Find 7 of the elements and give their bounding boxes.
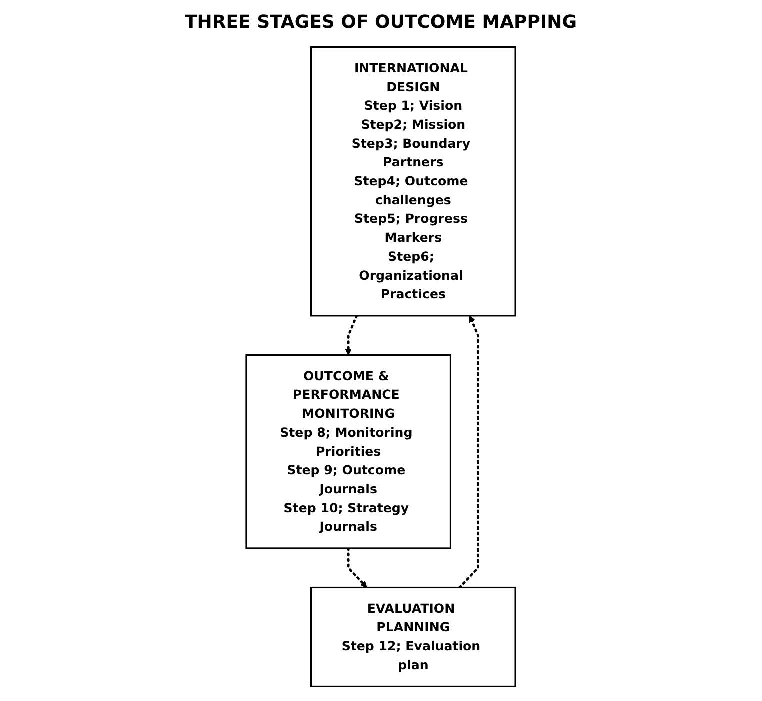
arrow [345,314,358,356]
node-box: INTERNATIONAL DESIGN Step 1; Vision Step2; Mission Step3; Boundary Partners Step4; Outcome challenges Step5; Progress Markers Step6; Organizational Practices [310,46,516,317]
node-box: EVALUATION PLANNING Step 12; Evaluation plan [310,586,516,688]
diagram-title: THREE STAGES OF OUTCOME MAPPING [185,12,577,33]
arrow [347,547,368,588]
node-box: OUTCOME & PERFORMANCE MONITORING Step 8; Monitoring Priorities Step 9; Outcome Journals Step 10; Strategy Journals [246,354,452,550]
arrow [458,316,480,589]
